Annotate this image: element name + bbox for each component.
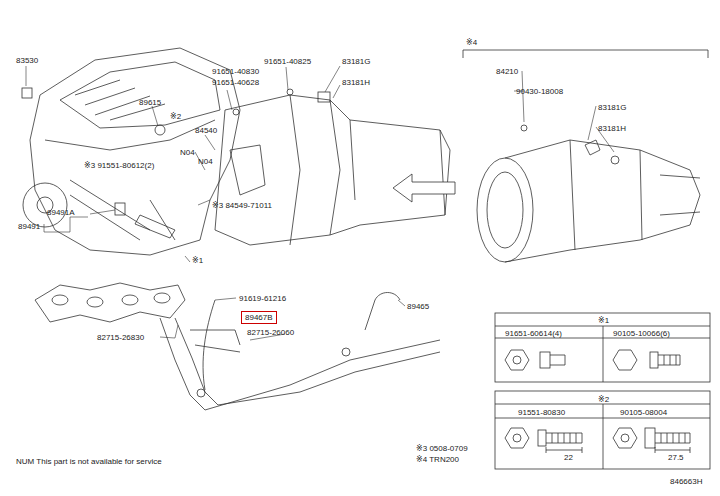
group-bracket <box>463 50 708 58</box>
part-number: 91651-40830 <box>212 67 259 76</box>
part-number: 91651-40825 <box>264 57 311 66</box>
part-number: 84210 <box>496 67 518 76</box>
dimension: 22 <box>564 453 573 462</box>
dimension: 27.5 <box>668 453 684 462</box>
table-cell: 91651-60614(4) <box>505 329 562 338</box>
part-number: 83181H <box>342 78 370 87</box>
part-number: 84540 <box>195 126 217 135</box>
transmission-drawing <box>477 125 700 262</box>
part-number: ※3 84549-71011 <box>212 201 272 210</box>
direction-arrow <box>393 174 455 202</box>
part-number: N04 <box>198 157 213 166</box>
part-number: 83181G <box>342 57 370 66</box>
part-number: 83181G <box>598 103 626 112</box>
part-number: 89491 <box>18 222 40 231</box>
footnote: ※3 0508-0709 <box>416 444 468 453</box>
drawing-number: 846663H <box>670 477 702 486</box>
table-cell: 90105-10066(6) <box>613 329 670 338</box>
part-number: 89465 <box>407 302 429 311</box>
engine-drawing <box>22 48 240 255</box>
footnote-mark: ※2 <box>170 112 181 121</box>
fastener-table <box>495 391 710 469</box>
footnote-mark: ※4 <box>466 38 477 47</box>
part-number: 83181H <box>598 124 626 133</box>
part-number: ※3 91551-80612(2) <box>84 161 154 170</box>
table-cell: 91551-80830 <box>518 408 565 417</box>
footnote-mark: ※1 <box>192 256 203 265</box>
part-number: 89615 <box>139 98 161 107</box>
transmission-drawing <box>215 89 450 245</box>
note: NUM This part is not available for servi… <box>16 457 162 466</box>
table-header: ※1 <box>598 316 609 325</box>
part-number: 89467B <box>245 313 273 322</box>
part-number: 91651-40628 <box>212 78 259 87</box>
part-number: 90430-18008 <box>516 87 563 96</box>
table-header: ※2 <box>598 395 609 404</box>
footnote: ※4 TRN200 <box>416 455 459 464</box>
exhaust-drawing <box>35 283 440 410</box>
part-number: 82715-26060 <box>247 328 294 337</box>
leader-lines <box>26 66 614 340</box>
part-number: 89491A <box>47 208 75 217</box>
part-number: 82715-26830 <box>97 333 144 342</box>
part-number: 91619-61216 <box>239 294 286 303</box>
highlighted-part: 89467B <box>241 311 277 324</box>
fastener-table <box>495 313 710 382</box>
part-number: 83530 <box>16 56 38 65</box>
table-cell: 90105-08004 <box>620 408 667 417</box>
part-number: N04 <box>180 148 195 157</box>
